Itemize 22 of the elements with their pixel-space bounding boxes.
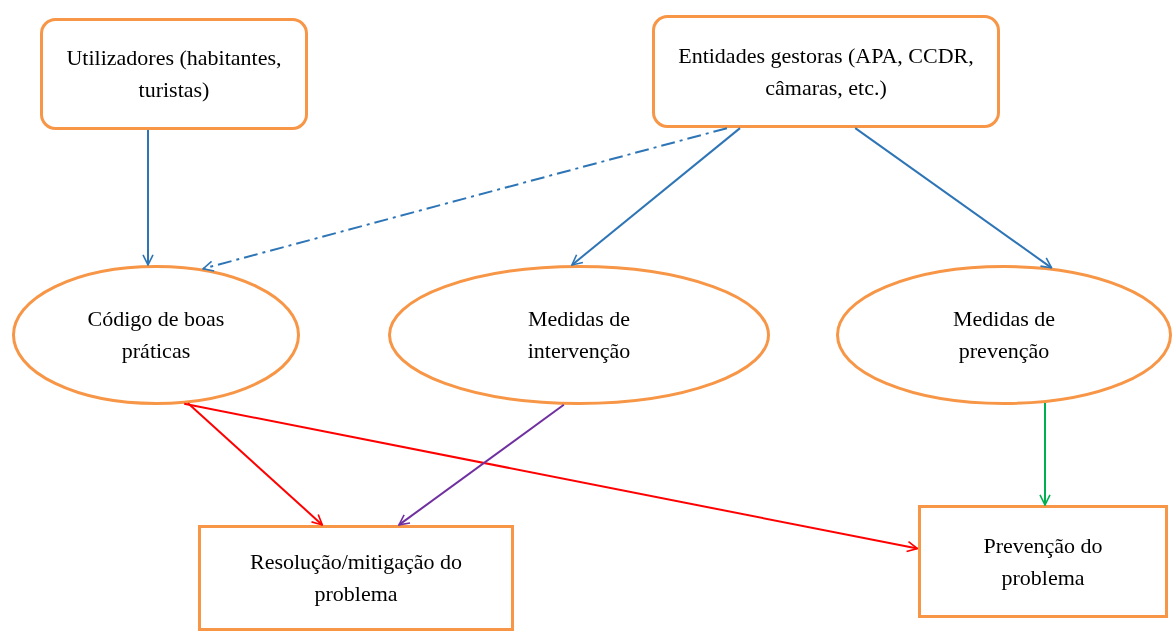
node-label: Código de boas práticas: [86, 305, 226, 365]
node-label: Prevenção do problema: [982, 531, 1104, 592]
process-box: [918, 505, 1168, 618]
arrow: [398, 403, 565, 526]
arrow: [854, 127, 1053, 269]
rounded-box: [652, 15, 1000, 128]
ellipse-node: [836, 265, 1172, 405]
arrow: [571, 127, 742, 266]
ellipse-node: [12, 265, 300, 405]
node-label: Entidades gestoras (APA, CCDR, câmaras, etc.): [677, 41, 975, 102]
arrow: [202, 127, 728, 272]
arrow: [142, 129, 154, 266]
node-label: Medidas de prevenção: [952, 305, 1056, 365]
node-label: Resolução/mitigação do problema: [249, 548, 463, 608]
process-box: [198, 525, 514, 631]
arrow: [1039, 402, 1051, 506]
arrow: [187, 402, 324, 526]
arrow: [183, 402, 919, 553]
ellipse-node: [388, 265, 770, 405]
rounded-box: [40, 18, 308, 130]
node-label: Utilizadores (habitantes, turistas): [65, 44, 283, 104]
node-label: Medidas de intervenção: [526, 305, 632, 365]
